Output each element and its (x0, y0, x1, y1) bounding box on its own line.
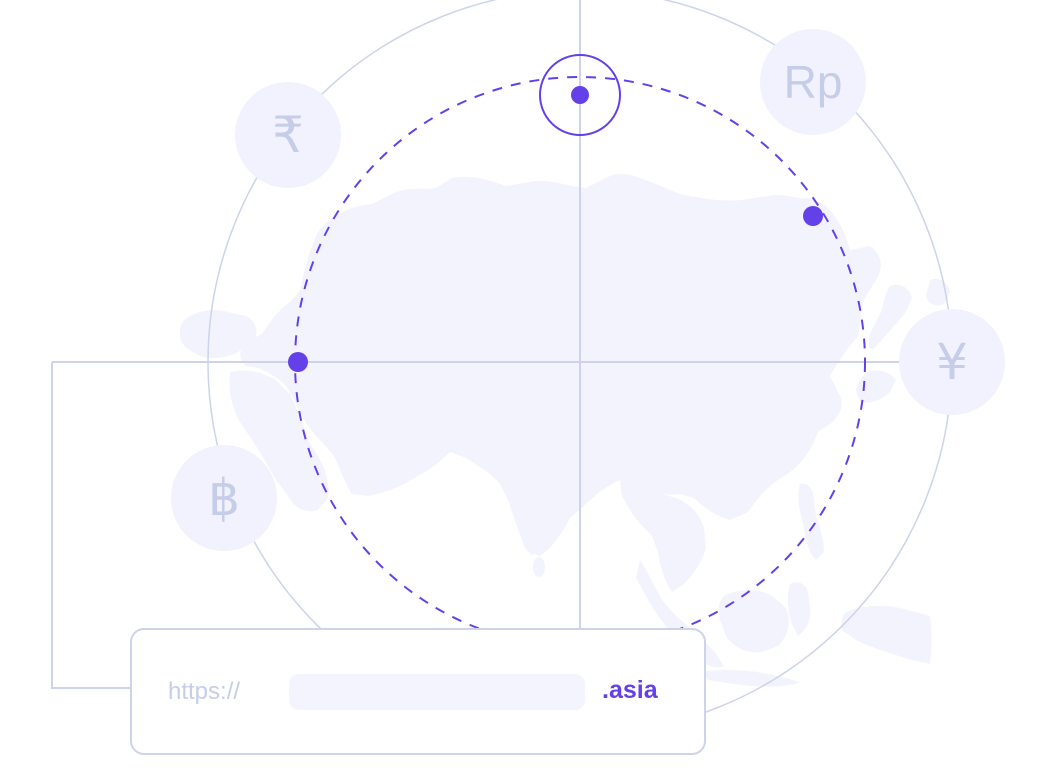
marker-highlight-ring (539, 54, 621, 136)
asia-map (179, 173, 950, 687)
domain-url-card: https:// .asia (130, 628, 706, 755)
marker-northeast (803, 206, 823, 226)
rupiah-icon: Rp (760, 29, 866, 135)
marker-top (571, 86, 589, 104)
baht-icon: ฿ (171, 445, 277, 551)
marker-west (288, 352, 308, 372)
domain-name-input[interactable] (289, 674, 585, 710)
url-protocol-prefix: https:// (168, 678, 241, 705)
yen-icon: ¥ (899, 309, 1005, 415)
connector-line (51, 362, 130, 689)
rupee-icon: ₹ (235, 82, 341, 188)
domain-tld-label: .asia (602, 676, 658, 704)
